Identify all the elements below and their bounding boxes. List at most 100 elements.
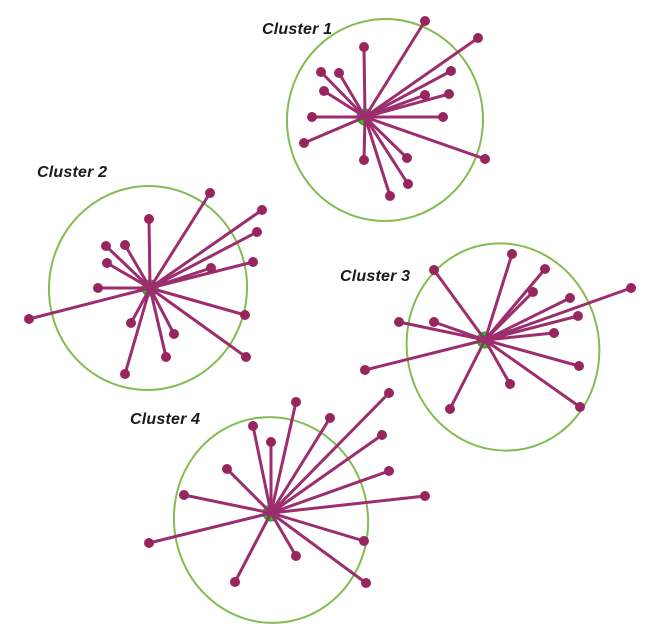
cluster-4-node — [420, 491, 430, 501]
cluster-3-edge — [483, 331, 556, 342]
cluster-2-node — [126, 318, 136, 328]
cluster-4-node — [384, 466, 394, 476]
cluster-2-node — [161, 352, 171, 362]
cluster-3-node — [626, 283, 636, 293]
cluster-3-node — [574, 361, 584, 371]
cluster-4-node — [291, 397, 301, 407]
cluster-1-node — [385, 191, 395, 201]
cluster-4-node — [230, 577, 240, 587]
cluster-1-edge — [319, 70, 367, 119]
cluster-3-node — [540, 264, 550, 274]
cluster-3-edge — [483, 338, 582, 409]
cluster-4-node — [291, 551, 301, 561]
cluster-2-edge — [104, 244, 152, 290]
cluster-2-node — [120, 369, 130, 379]
cluster-4-edge — [269, 469, 391, 515]
cluster-4-edge — [269, 511, 368, 585]
cluster-4-edge — [269, 391, 391, 515]
cluster-4-node — [384, 388, 394, 398]
cluster-3-edge — [483, 338, 512, 386]
cluster-4-edge — [269, 494, 427, 515]
cluster-3-edge — [363, 338, 487, 372]
cluster-4-edge — [147, 511, 273, 545]
cluster-2-node — [93, 283, 103, 293]
cluster-2-edge — [148, 286, 247, 317]
cluster-4-edge — [269, 416, 332, 515]
cluster-1-edge — [302, 115, 367, 145]
cluster-3-node — [429, 265, 439, 275]
cluster-2-edge — [148, 191, 212, 290]
cluster-2-node — [120, 240, 130, 250]
cluster-3-node — [360, 365, 370, 375]
cluster-1-boundary-ellipse — [285, 18, 485, 222]
cluster-4-edge — [225, 467, 273, 515]
cluster-4-node — [377, 430, 387, 440]
cluster-2-node — [169, 329, 179, 339]
cluster-3-edge — [483, 314, 580, 342]
cluster-3-node — [507, 249, 517, 259]
cluster-2-edge — [27, 286, 152, 321]
cluster-1-node — [319, 86, 329, 96]
cluster-2-edge — [123, 286, 152, 376]
cluster-1-node — [316, 67, 326, 77]
cluster-1-node — [446, 66, 456, 76]
cluster-4-edge — [269, 511, 298, 558]
cluster-1-node — [307, 112, 317, 122]
cluster-4-edge — [233, 511, 273, 584]
cluster-3-node — [394, 317, 404, 327]
cluster-2-edge — [148, 208, 264, 290]
cluster-1-node — [444, 89, 454, 99]
cluster-4-node — [144, 538, 154, 548]
cluster-2-node — [101, 241, 111, 251]
cluster-1-edge — [363, 69, 453, 119]
cluster-3-node — [565, 293, 575, 303]
cluster-4-edge — [269, 511, 366, 543]
cluster-4-node — [248, 421, 258, 431]
cluster-2-edge — [148, 286, 168, 359]
cluster-4-edge — [269, 400, 298, 515]
cluster-3-edge — [483, 290, 535, 342]
cluster-3-node — [575, 402, 585, 412]
cluster-1-edge — [363, 115, 392, 198]
cluster-1-node — [403, 179, 413, 189]
cluster-1-edge — [363, 19, 427, 119]
cluster-2-edge — [148, 266, 213, 290]
cluster-1-edge — [363, 36, 480, 119]
cluster-4-edge — [269, 433, 384, 515]
cluster-3-node — [429, 317, 439, 327]
cluster-2-edge — [148, 286, 248, 359]
cluster-4-boundary-ellipse — [172, 416, 370, 624]
cluster-3-edge — [397, 320, 487, 342]
cluster-3-edge — [483, 252, 514, 342]
cluster-3-node — [445, 404, 455, 414]
cluster-2-node — [206, 263, 216, 273]
cluster-4-node — [361, 578, 371, 588]
cluster-2-boundary-ellipse — [47, 185, 249, 391]
cluster-2-node — [248, 257, 258, 267]
cluster-2-edge — [105, 261, 152, 290]
cluster-4-edge — [182, 493, 273, 515]
cluster-1-node — [420, 90, 430, 100]
cluster-3-node — [573, 311, 583, 321]
cluster-2-edge — [148, 230, 259, 290]
cluster-4-node — [359, 536, 369, 546]
cluster-2-label: Cluster 2 — [37, 164, 108, 181]
cluster-3-edge — [483, 296, 572, 342]
cluster-4-node — [222, 464, 232, 474]
cluster-2-node — [102, 258, 112, 268]
cluster-2-node — [252, 227, 262, 237]
cluster-4-node — [266, 437, 276, 447]
cluster-1-edge — [362, 115, 367, 162]
cluster-3-edge — [432, 320, 487, 342]
cluster-2-edge — [123, 243, 152, 290]
cluster-1-node — [480, 154, 490, 164]
cluster-1-edge — [362, 45, 367, 119]
cluster-2-node — [24, 314, 34, 324]
cluster-3-label: Cluster 3 — [340, 268, 411, 285]
cluster-1-node — [359, 42, 369, 52]
cluster-1-node — [420, 16, 430, 26]
cluster-3-edge — [448, 338, 487, 411]
cluster-2-node — [241, 352, 251, 362]
